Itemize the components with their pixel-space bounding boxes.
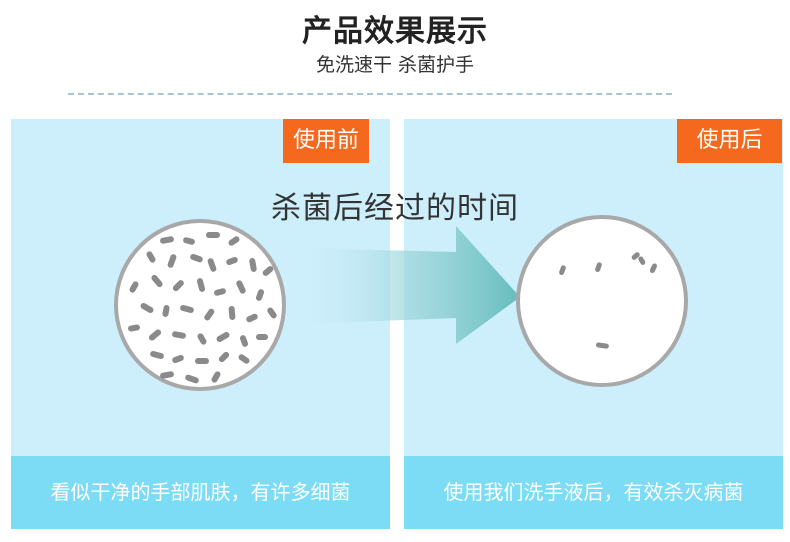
before-tag: 使用前	[283, 119, 369, 163]
overlay-heading: 杀菌后经过的时间	[271, 191, 519, 226]
before-caption: 看似干净的手部肌肤，有许多细菌	[11, 456, 390, 529]
bacteria-dish-after	[516, 215, 688, 387]
page-title: 产品效果展示	[302, 14, 488, 49]
dashed-divider	[68, 93, 672, 95]
after-caption: 使用我们洗手液后，有效杀灭病菌	[404, 456, 783, 529]
bacteria-dish-before	[114, 219, 286, 391]
transition-arrow-icon	[300, 226, 520, 344]
after-tag: 使用后	[677, 119, 782, 163]
page-subtitle: 免洗速干 杀菌护手	[315, 54, 475, 76]
